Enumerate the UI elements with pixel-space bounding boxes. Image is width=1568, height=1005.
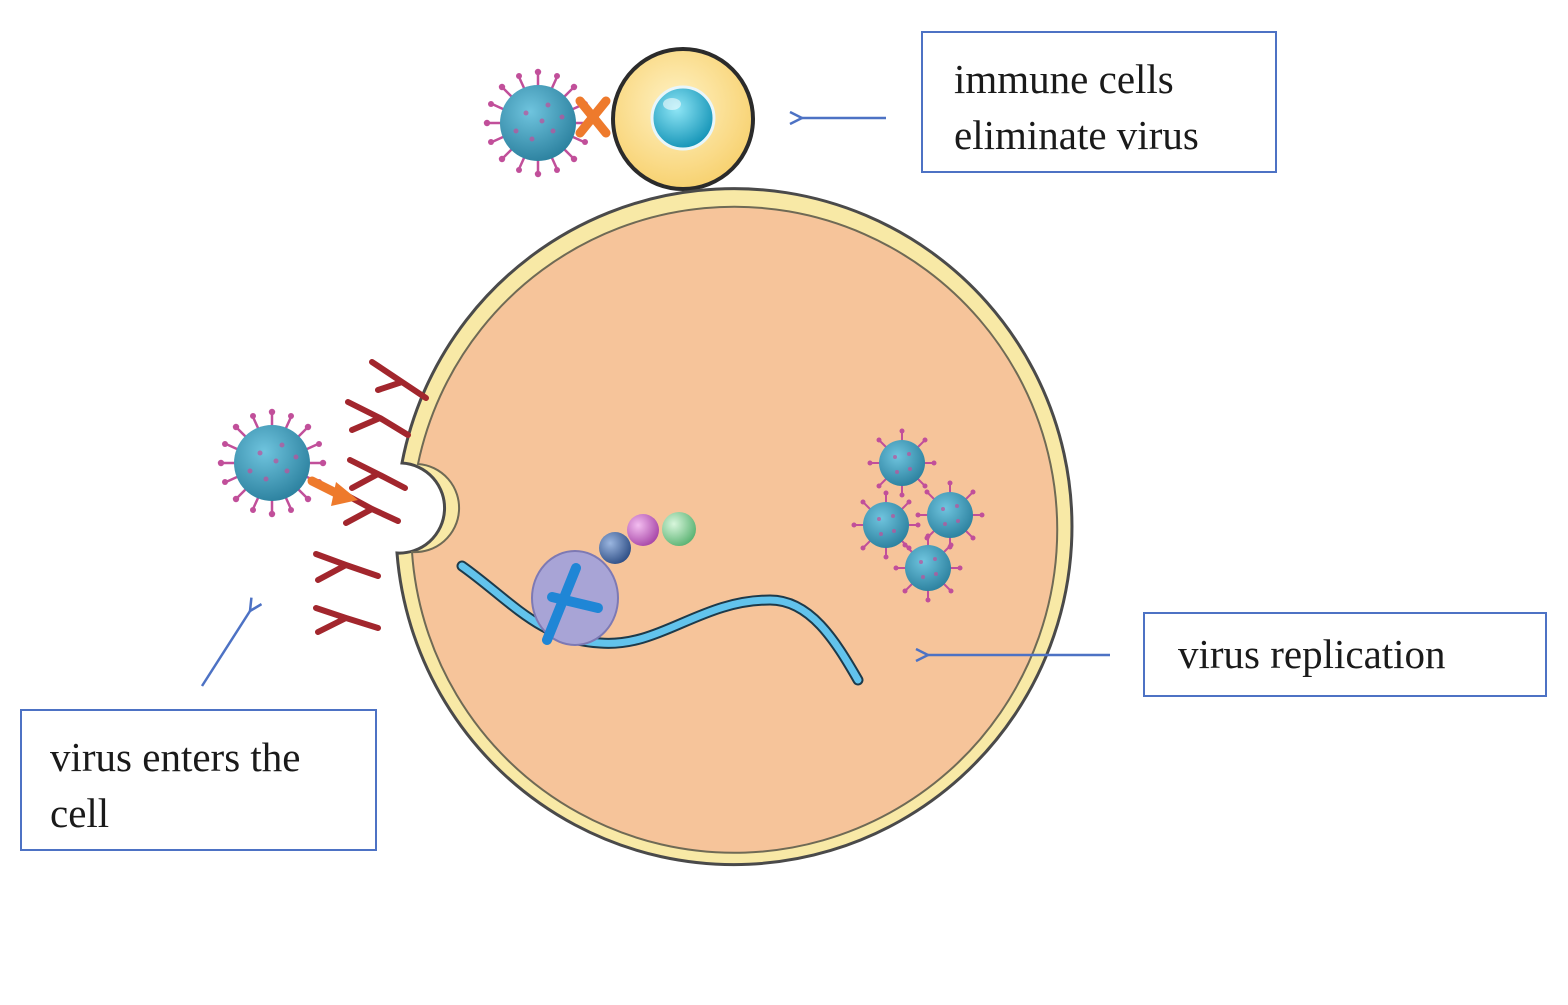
label-virus-enters: virus enters the cell xyxy=(20,709,377,851)
label-virus-replication: virus replication xyxy=(1143,612,1547,697)
host-cell-cytoplasm xyxy=(410,205,1059,854)
replicated-virus-cluster xyxy=(851,428,985,603)
label-replication-line1: virus replication xyxy=(1178,631,1446,677)
cell-surface-receptors xyxy=(313,359,429,635)
replicated-virus xyxy=(893,533,963,603)
label-immune-cells: immune cells eliminate virus xyxy=(921,31,1277,173)
label-enters-line2: cell xyxy=(50,790,110,836)
receptor xyxy=(313,605,381,635)
virus-particle-entering xyxy=(217,408,327,518)
label-enters-line1: virus enters the xyxy=(50,734,301,780)
label-immune-line1: immune cells xyxy=(954,56,1174,102)
receptor xyxy=(347,457,408,491)
immune-elimination-illustration xyxy=(483,47,755,191)
translation-mark xyxy=(542,563,603,645)
virus-entry-arrow xyxy=(307,476,358,506)
ribosome xyxy=(531,550,619,646)
receptor xyxy=(313,551,381,583)
replicated-virus xyxy=(867,428,937,498)
amino-acid-bead xyxy=(662,512,696,546)
arrow-to-entry-site xyxy=(200,611,250,687)
amino-acid-bead xyxy=(599,532,631,564)
receptor xyxy=(369,359,429,401)
virus-particle-top xyxy=(483,68,593,178)
immune-cell xyxy=(611,47,755,191)
receptor xyxy=(345,399,411,438)
protein-chain xyxy=(599,512,696,564)
replicated-virus xyxy=(915,480,985,550)
label-immune-line2: eliminate virus xyxy=(954,112,1199,158)
amino-acid-bead xyxy=(627,514,659,546)
immune-cell-nucleus xyxy=(650,85,716,151)
blocking-x-mark xyxy=(575,96,611,138)
rna-strand xyxy=(456,560,864,686)
host-cell xyxy=(395,187,1074,867)
